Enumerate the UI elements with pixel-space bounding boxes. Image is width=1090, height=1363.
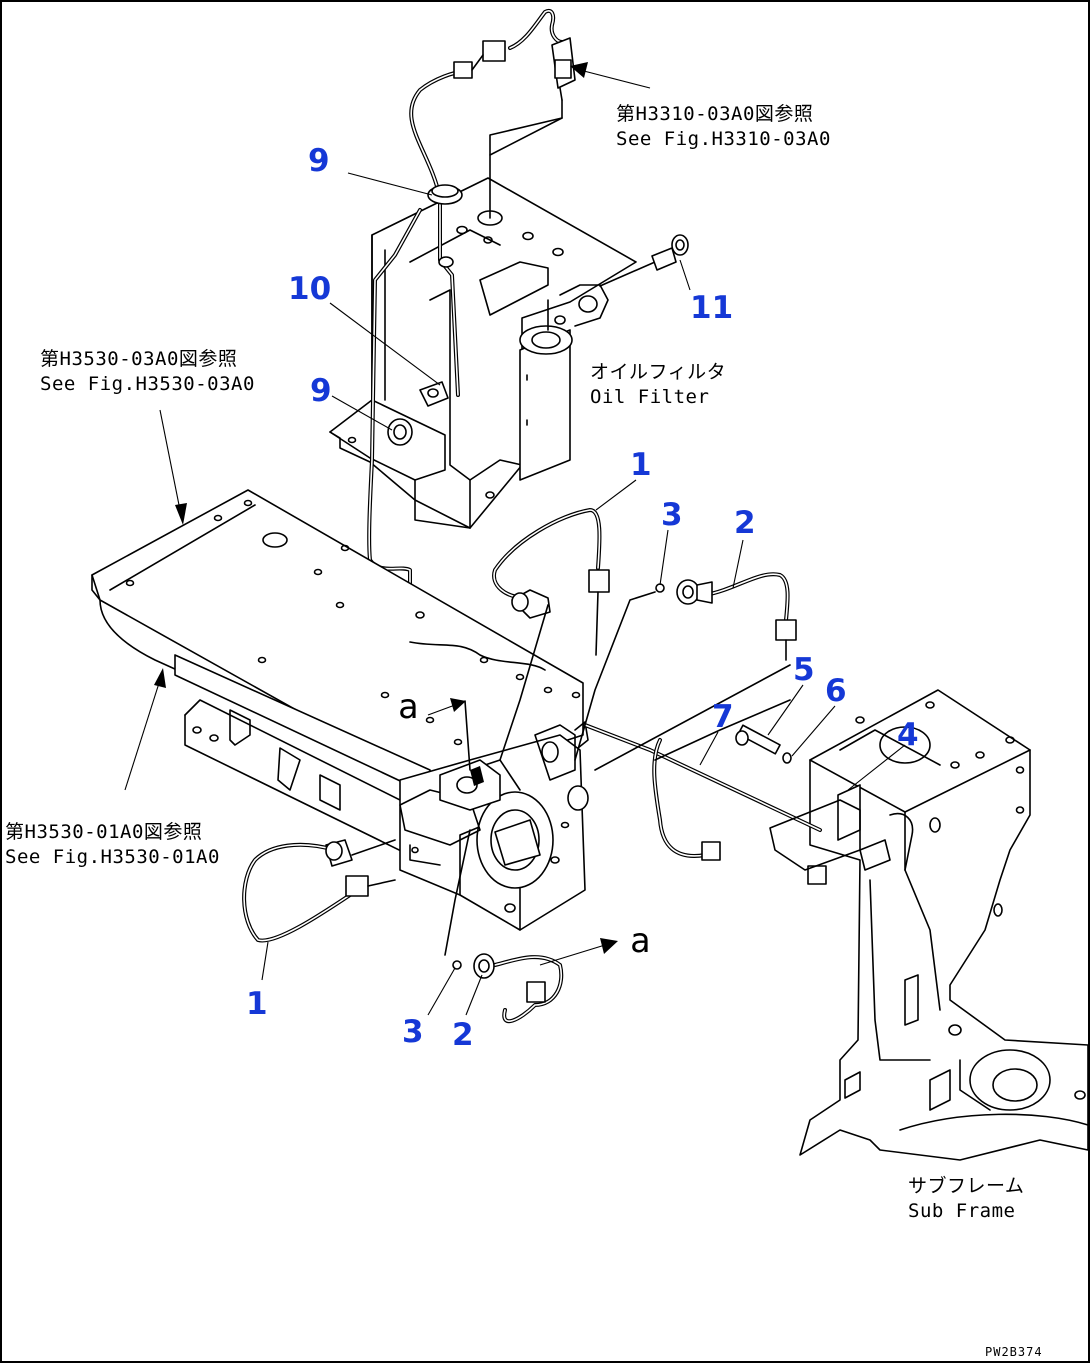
oil-filter-bracket xyxy=(329,177,637,529)
top-wire-harness xyxy=(367,8,576,646)
bolt-5-washer-6 xyxy=(735,724,792,764)
callout-11: 11 xyxy=(690,290,733,326)
drawing-code: PW2B374 xyxy=(985,1345,1043,1359)
ref-left-jp: 第H3530-03A0図参照 xyxy=(40,348,237,370)
reference-notes: 第H3310-03A0図参照 See Fig.H3310-03A0 第H3530… xyxy=(5,103,1043,1359)
callout-numbers: 9 10 11 9 1 3 2 5 6 4 7 1 3 2 xyxy=(246,143,919,1053)
callout-2-right: 2 xyxy=(734,505,756,541)
sub-frame-jp: サブフレーム xyxy=(908,1174,1024,1197)
callout-2-bottom: 2 xyxy=(452,1017,474,1053)
ref-top-en: See Fig.H3310-03A0 xyxy=(616,128,831,150)
ref-top-jp: 第H3310-03A0図参照 xyxy=(616,103,813,125)
ref-lower-jp: 第H3530-01A0図参照 xyxy=(5,821,202,843)
main-frame xyxy=(91,489,584,871)
callout-6: 6 xyxy=(825,673,847,709)
sub-frame-en: Sub Frame xyxy=(908,1200,1015,1222)
callout-10: 10 xyxy=(288,271,331,307)
callout-3-bottom: 3 xyxy=(402,1014,424,1050)
valve-assembly xyxy=(399,721,589,931)
view-mark-upper: a xyxy=(398,687,418,727)
callout-4: 4 xyxy=(897,717,919,753)
callout-9-top: 9 xyxy=(308,143,330,179)
callout-5: 5 xyxy=(793,652,815,688)
sub-frame xyxy=(799,689,1089,1161)
callout-9-mid: 9 xyxy=(310,373,332,409)
leader-lines xyxy=(261,172,906,1016)
bolt-11 xyxy=(599,234,689,287)
callout-7: 7 xyxy=(712,699,734,735)
harness-7 xyxy=(583,664,861,885)
callout-3-right: 3 xyxy=(661,497,683,533)
reference-arrows xyxy=(124,62,651,966)
ref-left-en: See Fig.H3530-03A0 xyxy=(40,373,255,395)
callout-1-right: 1 xyxy=(630,447,652,483)
oil-filter-jp: オイルフィルタ xyxy=(590,361,726,383)
sensor-group-lower xyxy=(242,829,564,1024)
callout-1-left: 1 xyxy=(246,986,268,1022)
oil-filter-en: Oil Filter xyxy=(590,386,709,408)
view-mark-lower: a xyxy=(630,921,650,961)
ref-lower-en: See Fig.H3530-01A0 xyxy=(5,846,220,868)
sensor-group-right xyxy=(492,508,797,761)
